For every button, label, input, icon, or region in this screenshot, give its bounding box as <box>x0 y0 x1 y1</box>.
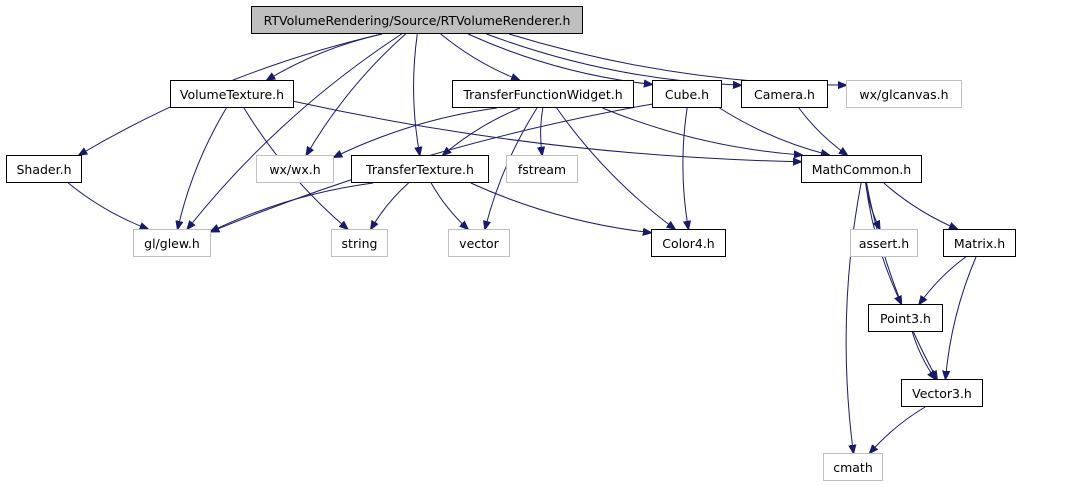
edge-root-to-transfer_function_widget <box>440 33 519 80</box>
node-point3-h[interactable]: Point3.h <box>868 304 943 332</box>
edge-root-to-glew <box>187 33 402 229</box>
node-transferfunctionwidget-h[interactable]: TransferFunctionWidget.h <box>452 80 634 108</box>
node-color4-h[interactable]: Color4.h <box>651 229 726 257</box>
node-assert-h[interactable]: assert.h <box>850 229 918 257</box>
edge-root-to-volume_texture <box>267 33 383 80</box>
edge-root-to-glcanvas <box>508 33 846 85</box>
edge-matrix-to-vector3 <box>946 256 977 379</box>
node-rtvolumerenderer-h[interactable]: RTVolumeRendering/Source/RTVolumeRendere… <box>251 6 583 34</box>
edge-transfer_function_widget-to-fstream <box>541 107 543 155</box>
edge-root-to-cube <box>467 33 652 84</box>
node-string[interactable]: string <box>331 229 388 257</box>
edge-root-to-transfer_texture <box>413 33 420 155</box>
edge-camera-to-math_common <box>798 107 847 155</box>
node-wx-glcanvas-h[interactable]: wx/glcanvas.h <box>846 80 962 108</box>
edge-transfer_function_widget-to-math_common <box>602 107 802 155</box>
node-volumetexture-h[interactable]: VolumeTexture.h <box>170 80 294 108</box>
edge-matrix-to-point3 <box>919 256 966 304</box>
edge-vector3-to-cmath <box>870 406 926 453</box>
node-shader-h[interactable]: Shader.h <box>6 155 82 183</box>
node-wx-wx-h[interactable]: wx/wx.h <box>256 155 334 183</box>
edge-shader-to-glew <box>67 182 148 229</box>
node-gl-glew-h[interactable]: gl/glew.h <box>133 229 211 257</box>
edge-transfer_function_widget-to-wx <box>334 107 497 157</box>
node-cmath[interactable]: cmath <box>823 453 883 481</box>
edge-cube-to-math_common <box>719 107 829 155</box>
node-cube-h[interactable]: Cube.h <box>652 80 722 108</box>
edge-math_common-to-matrix <box>883 182 957 229</box>
edge-root-to-camera <box>486 33 741 85</box>
node-fstream[interactable]: fstream <box>506 155 578 183</box>
node-transfertexture-h[interactable]: TransferTexture.h <box>351 155 489 183</box>
node-vector[interactable]: vector <box>448 229 510 257</box>
edge-cube-to-color4 <box>682 107 688 229</box>
node-vector3-h[interactable]: Vector3.h <box>901 379 983 407</box>
edge-math_common-to-cmath <box>845 182 862 453</box>
edge-transfer_texture-to-glew <box>211 182 374 231</box>
edge-transfer_texture-to-string <box>371 182 409 229</box>
edge-volume_texture-to-glew <box>178 107 227 229</box>
edge-math_common-to-vector3 <box>866 182 937 379</box>
node-camera-h[interactable]: Camera.h <box>741 80 828 108</box>
edge-transfer_texture-to-color4 <box>470 182 651 233</box>
edge-volume_texture-to-math_common <box>293 100 801 161</box>
edge-transfer_texture-to-vector <box>430 182 468 229</box>
edge-transfer_function_widget-to-color4 <box>556 107 675 229</box>
edge-point3-to-vector3 <box>911 331 935 379</box>
edge-root-to-wx <box>306 33 406 155</box>
node-mathcommon-h[interactable]: MathCommon.h <box>801 155 922 183</box>
node-matrix-h[interactable]: Matrix.h <box>943 229 1016 257</box>
